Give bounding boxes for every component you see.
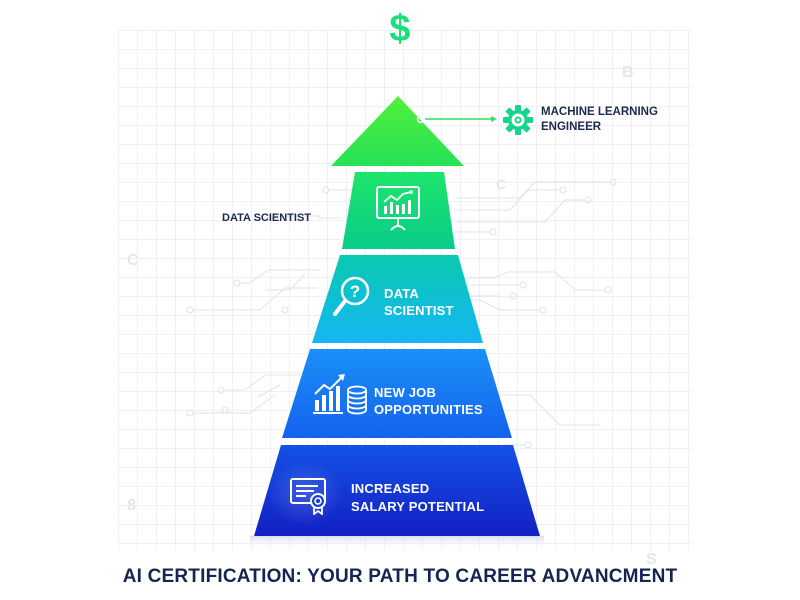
connector-dot	[416, 114, 426, 124]
ghost-glyph: B	[622, 64, 634, 81]
arrowhead-icon	[491, 116, 497, 122]
certificate-icon	[290, 478, 326, 515]
magnifier-question-icon: ?	[333, 276, 370, 316]
svg-text:?: ?	[350, 282, 360, 301]
tier-4-label: NEW JOB OPPORTUNITIES	[374, 385, 483, 417]
growth-chart-coins-icon	[313, 374, 367, 415]
tier-apex	[331, 96, 464, 166]
ghost-glyph: 8	[127, 497, 136, 514]
gear-icon	[503, 105, 533, 135]
pyramid-shadow	[250, 536, 544, 548]
tier-5-label: INCREASED SALARY POTENTIAL	[351, 481, 485, 514]
tier-4	[282, 349, 512, 438]
tier-3-label: DATA SCIENTIST	[384, 286, 454, 318]
presentation-chart-icon	[376, 186, 420, 231]
dollar-sign-icon: $	[389, 8, 411, 50]
machine-learning-engineer-label: MACHINE LEARNING ENGINEER	[541, 106, 658, 133]
page-title: AI CERTIFICATION: YOUR PATH TO CAREER AD…	[122, 566, 678, 587]
data-scientist-side-label: DATA SCIENTIST	[222, 212, 312, 224]
ghost-glyph: C	[496, 176, 507, 192]
ghost-glyph: C	[127, 252, 139, 269]
ghost-glyph: S	[646, 551, 657, 568]
